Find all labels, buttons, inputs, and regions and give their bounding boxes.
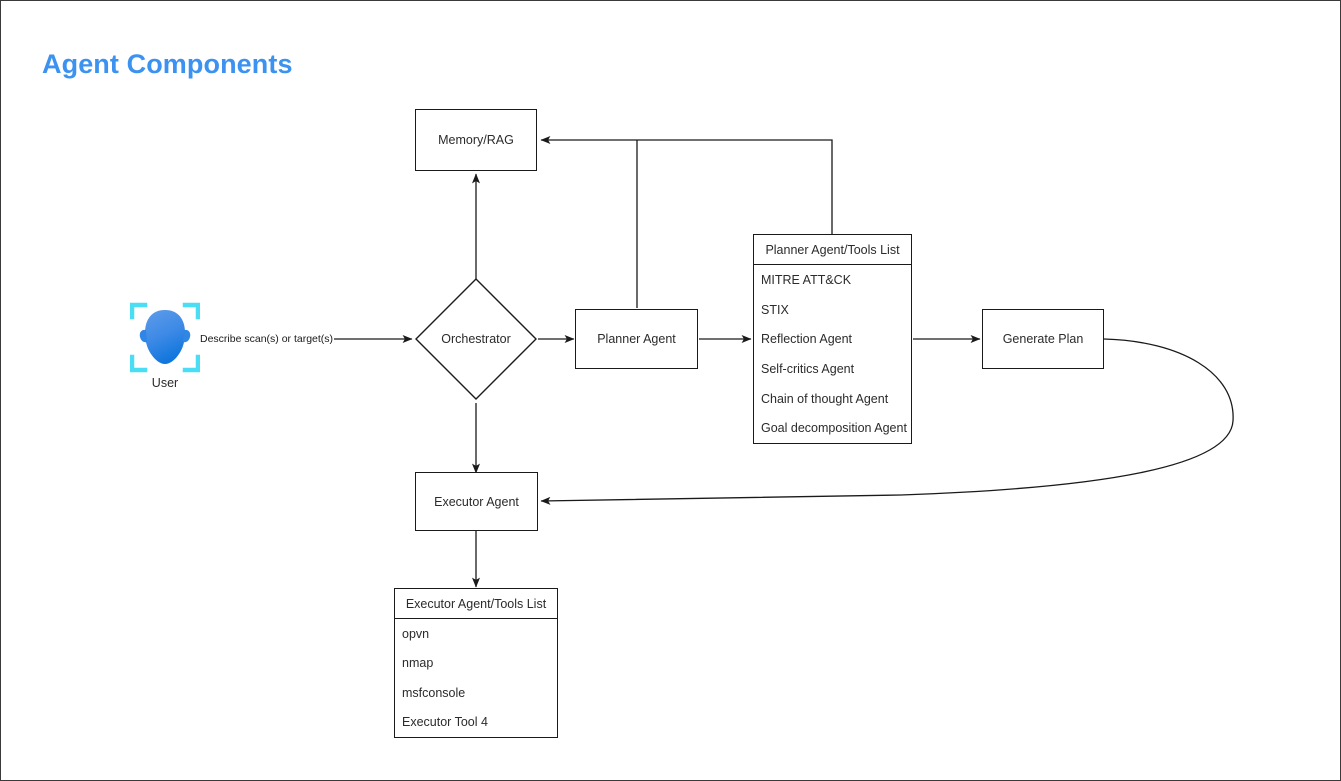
executor-tools-header: Executor Agent/Tools List [395,589,557,619]
node-memory-rag-label: Memory/RAG [438,133,514,147]
node-generate-plan[interactable]: Generate Plan [982,309,1104,369]
planner-tool-item[interactable]: STIX [761,302,789,317]
planner-tool-item[interactable]: Reflection Agent [761,332,853,347]
node-executor-agent[interactable]: Executor Agent [415,472,538,531]
planner-tool-item[interactable]: Self-critics Agent [761,361,855,376]
planner-tools-header: Planner Agent/Tools List [754,235,911,265]
planner-tools-body: MITRE ATT&CK STIX Reflection Agent Self-… [754,265,911,443]
planner-tool-item[interactable]: Goal decomposition Agent [761,421,907,436]
node-orchestrator[interactable]: Orchestrator [414,277,538,401]
user-head-icon [130,302,200,373]
page-title: Agent Components [42,49,293,79]
executor-tool-item[interactable]: Executor Tool 4 [402,715,488,730]
edge-planner-tools-to-memory [540,136,833,234]
planner-tool-item[interactable]: Chain of thought Agent [761,391,889,406]
diamond-shape [415,278,537,400]
node-orchestrator-label: Orchestrator [441,332,511,346]
executor-tool-item[interactable]: opvn [402,626,430,641]
node-executor-agent-label: Executor Agent [434,494,519,509]
node-planner-agent-label: Planner Agent [597,332,676,346]
edge-label-describe-scan: Describe scan(s) or target(s) [199,333,335,345]
node-planner-tools-list[interactable]: Planner Agent/Tools List MITRE ATT&CK ST… [753,234,912,444]
executor-tool-item[interactable]: nmap [402,656,434,671]
planner-tool-item[interactable]: MITRE ATT&CK [761,272,852,287]
executor-tools-body: opvn nmap msfconsole Executor Tool 4 [395,619,557,737]
node-executor-tools-list[interactable]: Executor Agent/Tools List opvn nmap msfc… [394,588,558,738]
node-planner-agent[interactable]: Planner Agent [575,309,698,369]
user-label: User [151,376,179,390]
node-memory-rag[interactable]: Memory/RAG [415,109,537,171]
executor-tool-item[interactable]: msfconsole [402,685,466,700]
user-actor: User [130,302,200,392]
node-generate-plan-label: Generate Plan [1002,332,1084,346]
